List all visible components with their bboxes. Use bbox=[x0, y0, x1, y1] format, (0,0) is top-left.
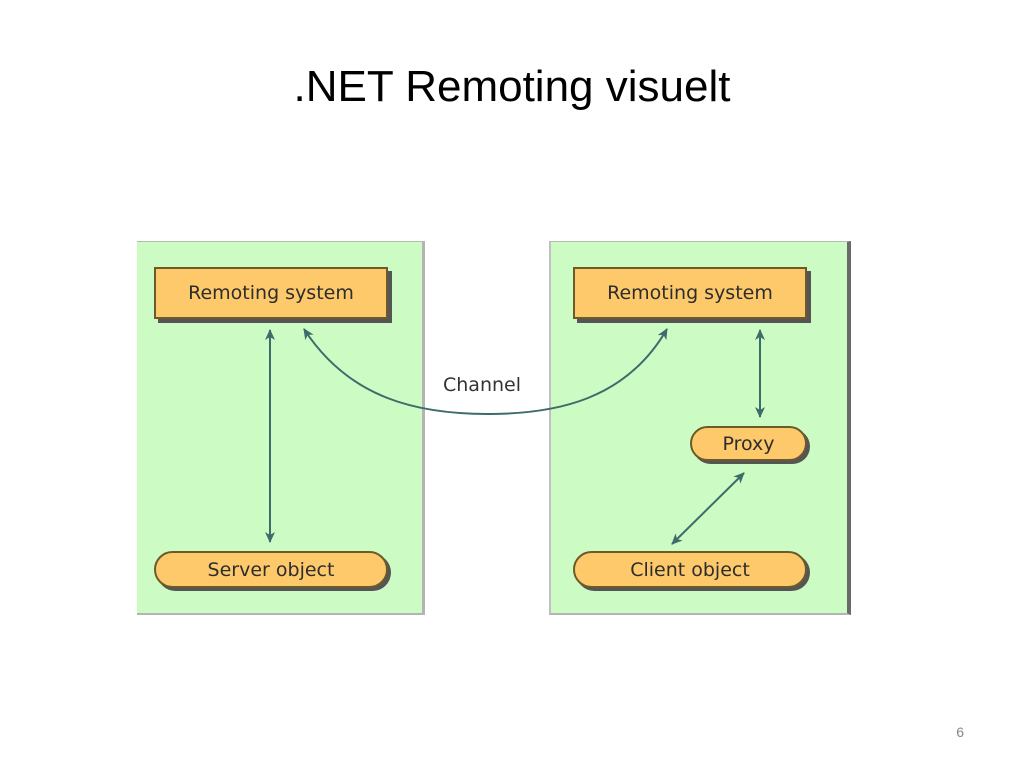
server-object-box: Server object bbox=[154, 551, 388, 588]
slide-title: .NET Remoting visuelt bbox=[293, 62, 731, 111]
channel-label: Channel bbox=[443, 374, 522, 396]
server-remoting-system-box: Remoting system bbox=[154, 267, 388, 319]
channel-arc bbox=[303, 328, 668, 416]
proxy-box: Proxy bbox=[690, 426, 807, 461]
client-remoting-system-box: Remoting system bbox=[573, 267, 807, 319]
proxy-client-arrow bbox=[671, 472, 745, 545]
page-number: 6 bbox=[956, 724, 964, 740]
client-object-box: Client object bbox=[573, 551, 807, 588]
